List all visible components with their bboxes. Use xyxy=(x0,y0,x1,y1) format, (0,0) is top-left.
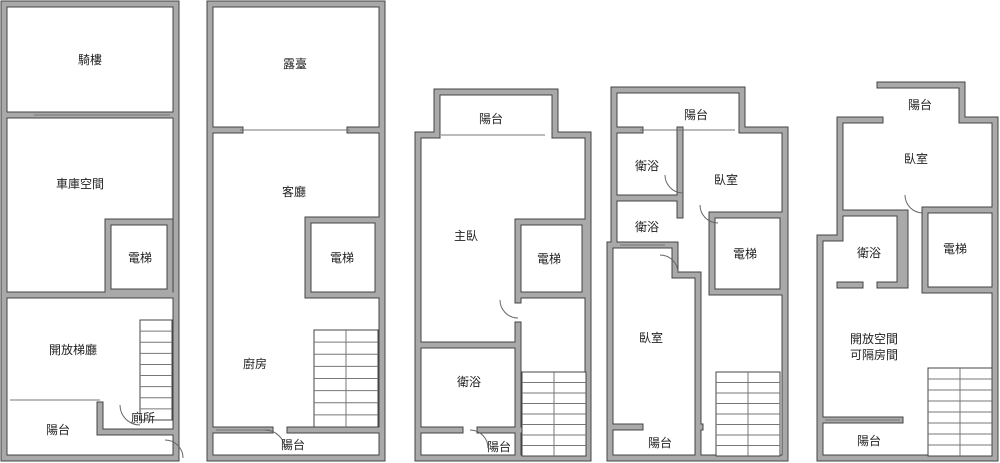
room-label-toilet: 廁所 xyxy=(131,410,155,425)
door-swing xyxy=(164,439,184,459)
room-label-bathroom-2: 衛浴 xyxy=(635,220,659,234)
room-label-bedroom-2: 臥室 xyxy=(639,330,663,345)
room-label-kitchen: 廚房 xyxy=(243,356,267,371)
room-label-elevator: 電梯 xyxy=(943,242,967,256)
room-label-bathroom: 衛浴 xyxy=(857,246,881,260)
wall xyxy=(414,321,522,349)
room-label-balcony: 陽台 xyxy=(46,422,70,437)
room-label-master-bedroom: 主臥 xyxy=(454,229,478,243)
room-label-balcony-front: 陽台 xyxy=(908,97,932,112)
room-label-balcony-back: 陽台 xyxy=(857,433,881,448)
room-label-bathroom-1: 衛浴 xyxy=(635,159,659,173)
wall xyxy=(837,210,903,288)
room-label-open-space: 開放空間 xyxy=(850,331,898,346)
room-label-balcony: 陽台 xyxy=(281,437,305,452)
floor-4: 陽台 衛浴 臥室 衛浴 電梯 臥室 陽台 xyxy=(635,107,757,450)
room-label-arcade: 騎樓 xyxy=(78,52,102,67)
door-swing xyxy=(119,404,141,426)
room-label-elevator: 電梯 xyxy=(733,247,757,261)
wall xyxy=(515,219,588,298)
room-label-elevator: 電梯 xyxy=(537,252,561,266)
floor-3: 陽台 主臥 電梯 衛浴 陽台 xyxy=(454,111,561,454)
floor-5: 陽台 臥室 衛浴 電梯 開放空間 可隔房間 陽台 xyxy=(850,97,967,448)
floor-2: 露臺 客廳 電梯 廚房 陽台 xyxy=(243,56,354,452)
room-label-convertible-room: 可隔房間 xyxy=(850,347,898,362)
stairs xyxy=(139,319,173,421)
room-label-living: 客廳 xyxy=(282,184,306,199)
room-label-balcony-front: 陽台 xyxy=(684,107,708,122)
door-swing xyxy=(469,429,489,449)
wall xyxy=(207,1,385,461)
door-swing xyxy=(659,254,679,274)
wall xyxy=(1,1,179,461)
door-swing xyxy=(264,429,286,451)
room-label-terrace: 露臺 xyxy=(283,56,307,71)
wall xyxy=(709,212,786,295)
wall xyxy=(105,219,173,295)
room-label-elevator: 電梯 xyxy=(330,251,354,265)
room-label-balcony-front: 陽台 xyxy=(479,111,503,126)
wall xyxy=(305,217,381,298)
wall xyxy=(922,207,998,293)
wall xyxy=(415,89,591,461)
wall xyxy=(817,82,998,461)
room-label-stair-hall: 開放梯廳 xyxy=(49,342,97,357)
room-label-balcony-back: 陽台 xyxy=(648,435,672,450)
room-label-bedroom: 臥室 xyxy=(904,151,928,166)
floor-1: 騎樓 車庫空間 電梯 開放梯廳 陽台 廁所 xyxy=(46,52,155,437)
room-label-balcony-back: 陽台 xyxy=(487,439,511,454)
door-swing xyxy=(904,194,924,214)
details xyxy=(10,114,993,459)
room-label-garage: 車庫空間 xyxy=(56,177,104,191)
wall xyxy=(97,402,179,435)
room-label-bedroom-1: 臥室 xyxy=(714,172,738,187)
door-swing xyxy=(699,204,719,224)
room-label-elevator: 電梯 xyxy=(128,251,152,265)
door-swing xyxy=(664,174,684,194)
room-label-bathroom: 衛浴 xyxy=(457,375,481,389)
door-swing xyxy=(499,299,519,319)
